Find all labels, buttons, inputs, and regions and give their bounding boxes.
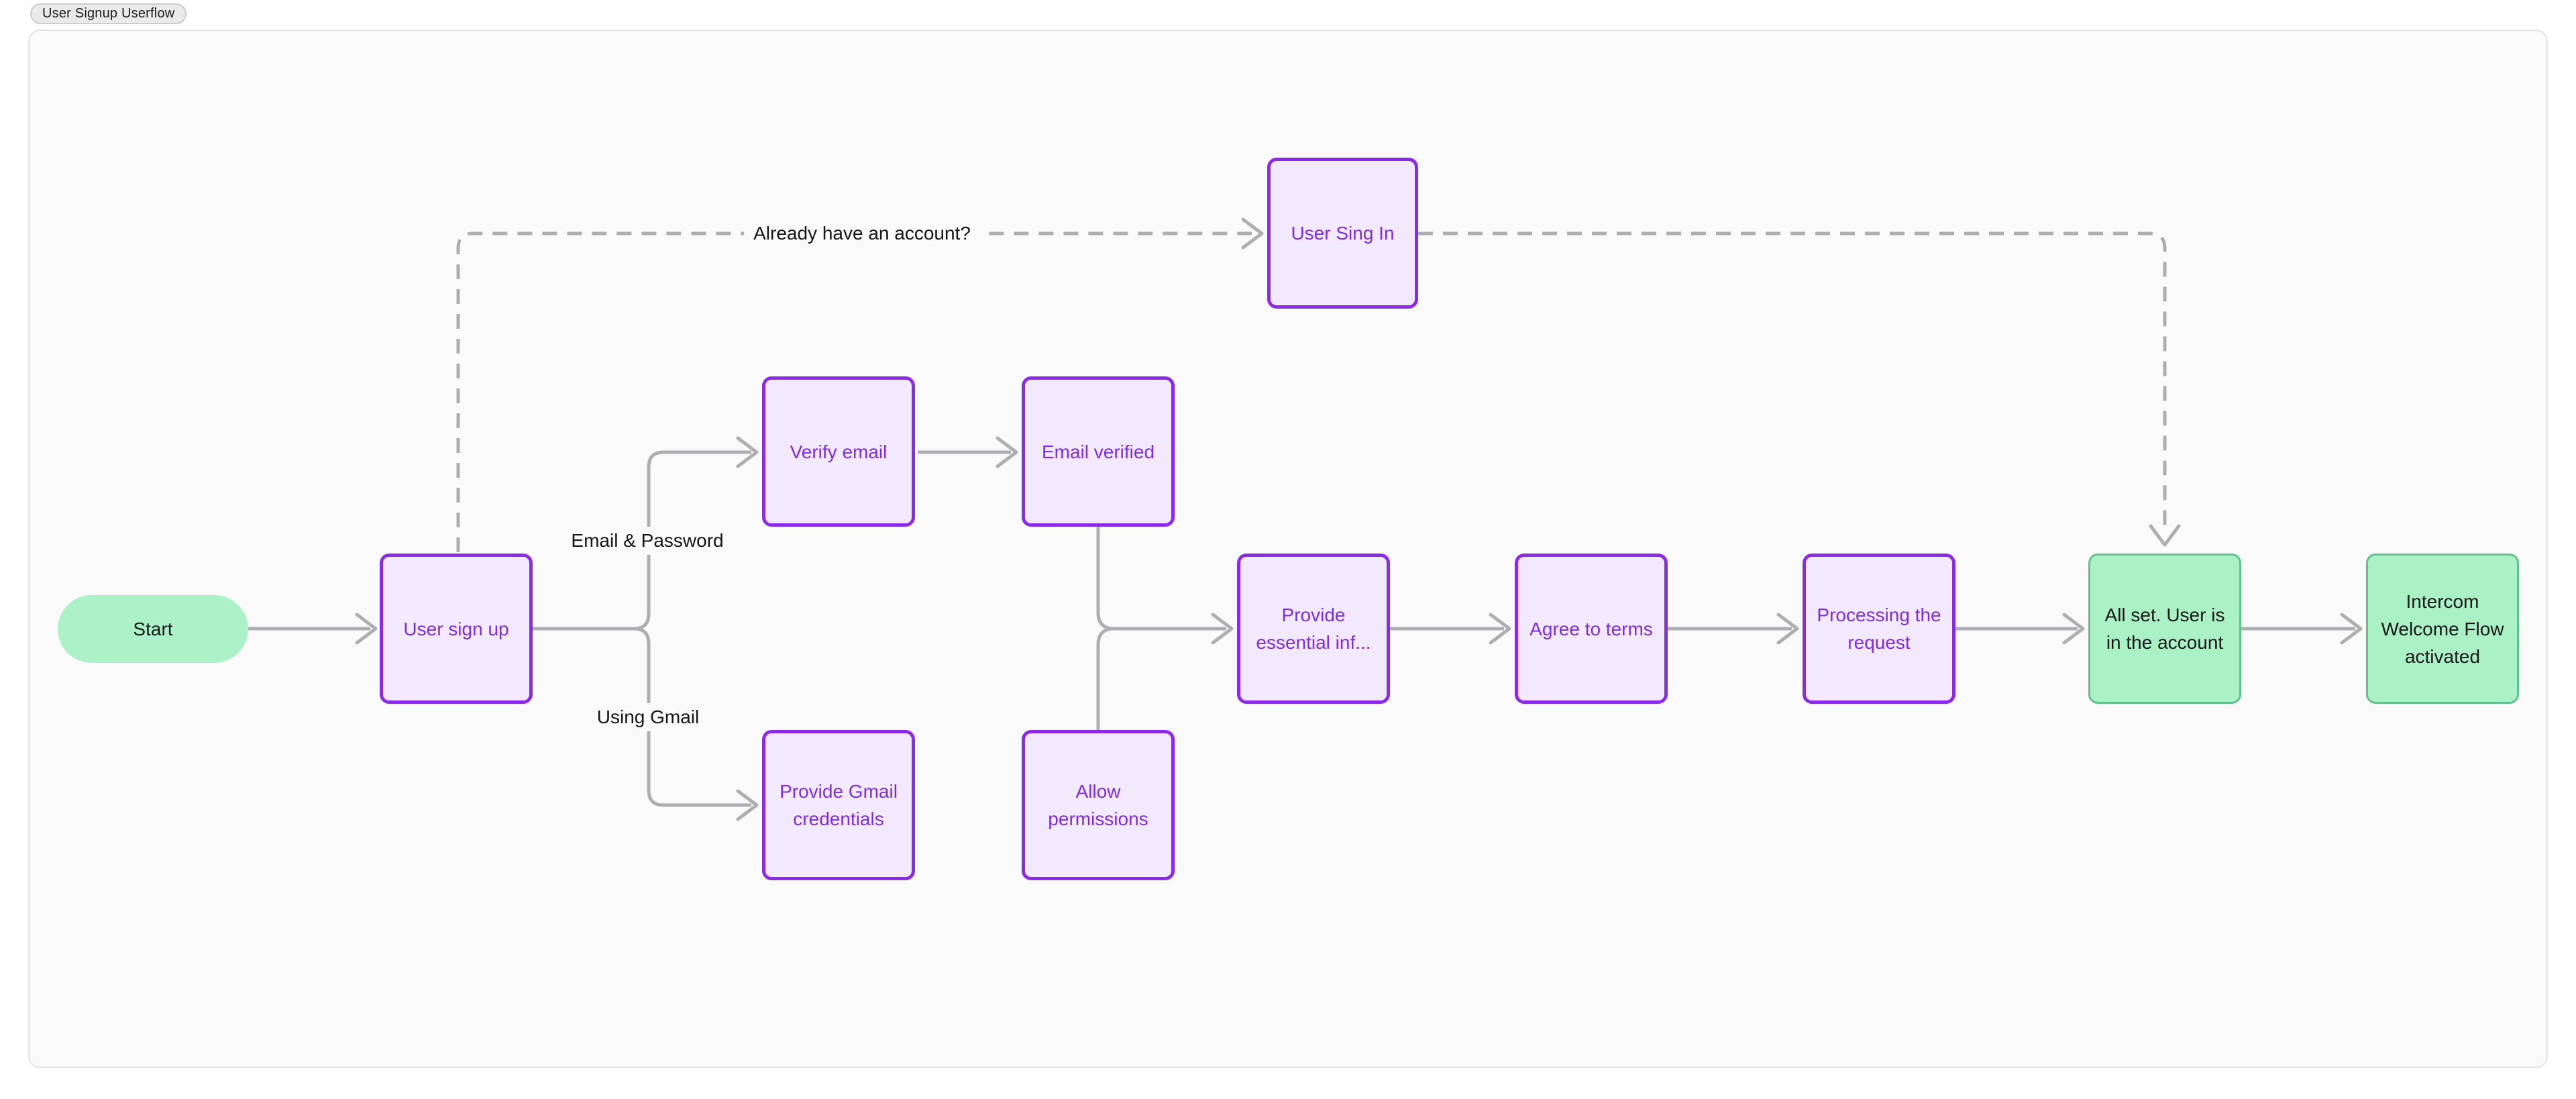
node-intercom-welcome[interactable]: Intercom Welcome Flow activated <box>2366 554 2519 704</box>
node-user-sing-in-label: User Sing In <box>1291 223 1395 244</box>
arrowhead-right-icon <box>736 436 759 468</box>
arrowhead-right-icon <box>2062 613 2085 645</box>
node-agree-to-terms[interactable]: Agree to terms <box>1515 554 1668 704</box>
edge-label-email-password: Email & Password <box>561 527 733 555</box>
node-provide-essential-info-label: Provide essential inf... <box>1256 605 1371 653</box>
node-user-sing-in[interactable]: User Sing In <box>1267 158 1418 309</box>
node-user-sign-up[interactable]: User sign up <box>380 554 533 704</box>
node-provide-essential-info[interactable]: Provide essential inf... <box>1237 554 1390 704</box>
node-start[interactable]: Start <box>58 595 248 663</box>
node-processing-the-request-label: Processing the request <box>1817 605 1941 653</box>
arrowhead-right-icon <box>1211 613 1234 645</box>
node-agree-to-terms-label: Agree to terms <box>1529 618 1653 639</box>
arrowhead-right-icon <box>736 789 759 821</box>
edge-signup-singin-dashed <box>456 231 1252 552</box>
node-intercom-welcome-label: Intercom Welcome Flow activated <box>2381 590 2504 667</box>
arrowhead-right-icon <box>2340 613 2363 645</box>
board-tab-label: User Signup Userflow <box>42 6 175 21</box>
edge-permissions-essential <box>1096 627 1115 730</box>
node-all-set[interactable]: All set. User is in the account <box>2088 554 2241 704</box>
edge-verified-essential <box>1096 527 1226 631</box>
arrowhead-right-icon <box>996 436 1018 468</box>
node-all-set-label: All set. User is in the account <box>2104 605 2225 653</box>
node-allow-permissions[interactable]: Allow permissions <box>1022 730 1175 880</box>
node-verify-email-label: Verify email <box>790 441 888 462</box>
edge-singin-allset-dashed <box>1418 231 2167 531</box>
node-provide-gmail-credentials-label: Provide Gmail credentials <box>780 781 898 829</box>
node-allow-permissions-label: Allow permissions <box>1048 781 1148 829</box>
board-tab[interactable]: User Signup Userflow <box>30 3 187 24</box>
node-provide-gmail-credentials[interactable]: Provide Gmail credentials <box>762 730 915 880</box>
node-email-verified[interactable]: Email verified <box>1022 376 1175 527</box>
arrowhead-right-icon <box>355 613 378 645</box>
edge-signup-gmail <box>633 627 751 807</box>
node-user-sign-up-label: User sign up <box>403 618 509 639</box>
arrowhead-right-icon <box>1489 613 1511 645</box>
arrowhead-down-icon <box>2149 524 2181 547</box>
arrowhead-right-icon <box>1241 217 1264 250</box>
edge-label-already-have-account: Already have an account? <box>744 219 980 248</box>
node-verify-email[interactable]: Verify email <box>762 376 915 527</box>
node-email-verified-label: Email verified <box>1041 441 1155 462</box>
node-processing-the-request[interactable]: Processing the request <box>1803 554 1955 704</box>
arrowhead-right-icon <box>1776 613 1799 645</box>
edge-label-using-gmail: Using Gmail <box>587 703 709 731</box>
node-start-label: Start <box>133 619 173 639</box>
